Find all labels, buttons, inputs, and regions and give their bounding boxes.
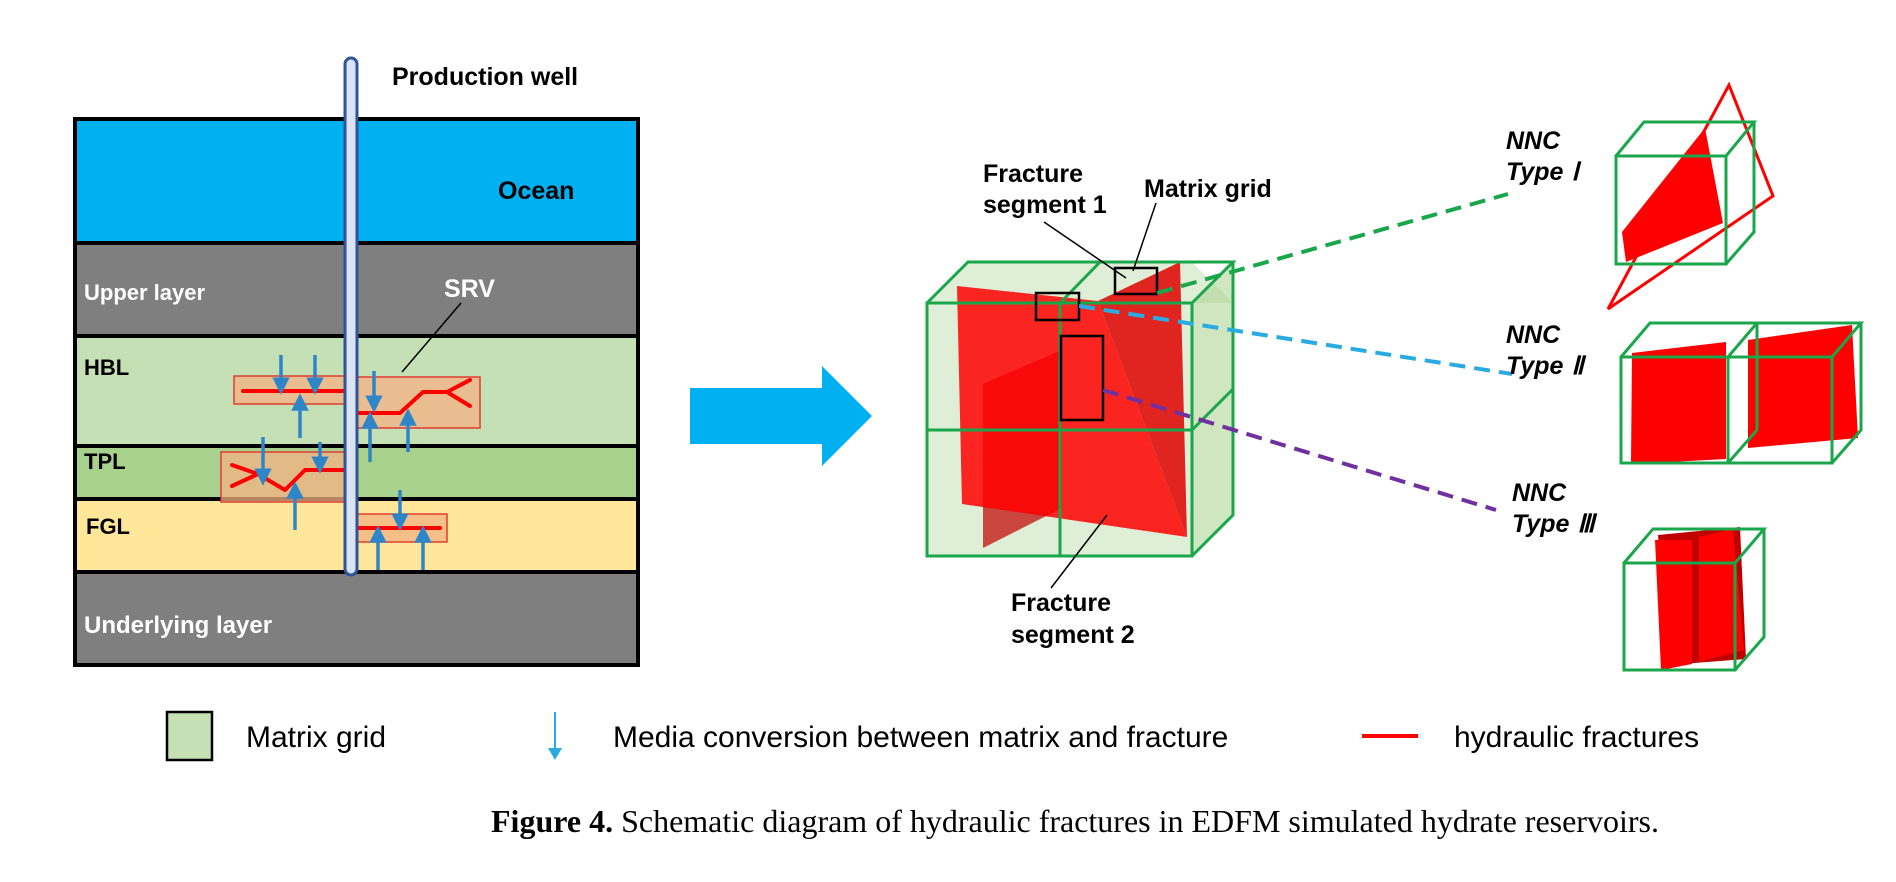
nnc-2-fracture-right (1748, 325, 1858, 448)
nnc-type-3-box (1059, 334, 1105, 422)
leader-lines (1043, 202, 1157, 589)
production-well-label: Production well (392, 63, 578, 91)
legend-media-conversion-arrowhead (548, 748, 562, 760)
media-conversion-arrows (254, 355, 432, 570)
nnc-type-3-connector (1102, 388, 1497, 512)
srv-label: SRV (444, 275, 495, 303)
legend: Matrix grid Media conversion between mat… (165, 710, 1699, 762)
figure-caption-label: Figure 4. (491, 803, 613, 839)
hbl-label: HBL (84, 355, 129, 380)
fracture-segment-2-label: Fracture segment 2 (1011, 589, 1135, 649)
underlying-layer (75, 572, 638, 665)
legend-matrix-grid-swatch (165, 710, 214, 762)
figure-caption: Figure 4. Schematic diagram of hydraulic… (491, 803, 1659, 839)
legend-media-conversion-label: Media conversion between matrix and frac… (613, 721, 1228, 754)
matrix-grid-label: Matrix grid (1144, 175, 1272, 203)
legend-hydraulic-fractures-label: hydraulic fractures (1454, 721, 1699, 754)
nnc-type-2-connector (1078, 304, 1513, 376)
nnc-type-1-connector (1156, 192, 1509, 295)
fracture-hbl-right-branch (445, 390, 472, 408)
nnc-3-cube (1622, 527, 1768, 672)
nnc-1-fracture (1622, 128, 1723, 262)
nnc-1-cube (1614, 120, 1758, 266)
reservoir-cross-section: Production well Ocean Upper layer SRV HB… (73, 56, 640, 667)
legend-matrix-grid-label: Matrix grid (246, 721, 386, 754)
fracture-tpl-branch (230, 463, 260, 476)
upper-layer-label: Upper layer (84, 280, 205, 305)
callout-boxes (1034, 266, 1159, 422)
fracture-hbl-right (354, 378, 472, 415)
ocean-label: Ocean (498, 177, 574, 205)
transition-arrow (690, 366, 872, 466)
matrix-grid-box (1113, 266, 1159, 296)
underlying-layer-label: Underlying layer (84, 612, 272, 639)
fgl-label: FGL (86, 514, 130, 539)
figure-caption-text: Schematic diagram of hydraulic fractures… (613, 803, 1659, 839)
nnc-3-fracture-left (1655, 540, 1692, 670)
fracture-segment-1-plane (957, 286, 1187, 537)
fracture-segment-1-label: Fracture segment 1 (983, 160, 1107, 219)
srv-leader-line (401, 302, 462, 373)
tpl-label: TPL (84, 449, 126, 474)
nnc-2-cubes (1619, 321, 1865, 465)
fracture-upper-plane (1098, 262, 1187, 537)
production-well (343, 56, 359, 577)
edfm-grid-block: Fracture segment 1 Matrix grid Fracture … (925, 160, 1513, 649)
nnc-2-fracture-left (1631, 342, 1726, 464)
srv-box-tpl (220, 451, 347, 503)
